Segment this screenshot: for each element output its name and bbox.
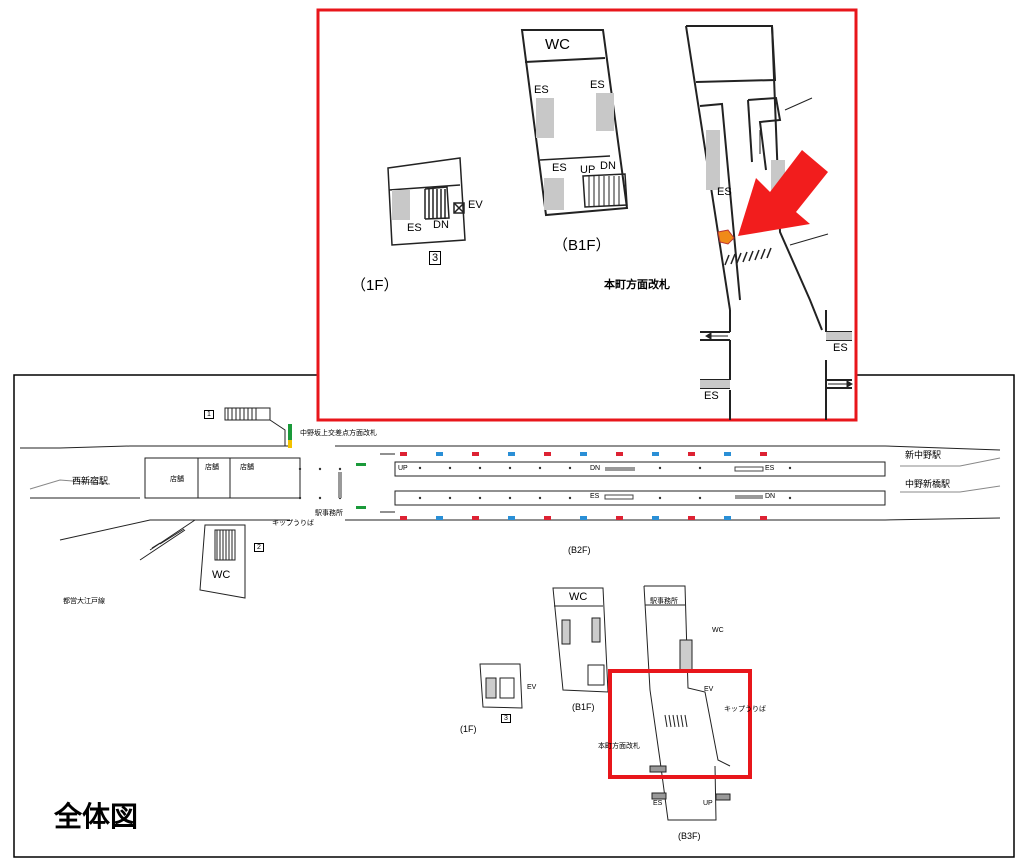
inset-ev-label: EV [468, 199, 483, 211]
station-shinnakano: 新中野駅 [905, 450, 942, 460]
b3f-overview [643, 585, 731, 821]
inset-floor-1f: （1F） [351, 277, 399, 294]
shop-label: 店舗 [170, 476, 184, 483]
overview-title: 全体図 [54, 801, 139, 832]
exit-2-label: 2 [254, 543, 264, 552]
b2f-platform [20, 445, 1001, 541]
overview-frame [13, 374, 1015, 858]
car-position-markers [288, 424, 767, 520]
dn-label: DN [765, 493, 776, 500]
station-nishishinjuku: 西新宿駅 [72, 476, 109, 486]
ticket-sales-label: キップうりば [724, 706, 766, 713]
overview-highlight-box [608, 669, 752, 779]
inset-wc-label: WC [545, 36, 570, 53]
wc-label: WC [569, 591, 588, 603]
floor-b1f-label: (B1F) [572, 702, 595, 712]
b2f-track-dots [298, 466, 792, 500]
inset-es-label: ES [590, 79, 605, 91]
oedo-line-label: 都営大江戸線 [63, 598, 105, 605]
office-label: 駅事務所 [650, 598, 678, 605]
wc-label: WC [712, 627, 724, 634]
inset-es-bar [700, 380, 730, 388]
inset-dn-label: DN [433, 219, 449, 231]
exit-1-label: 1 [204, 410, 214, 419]
ticket-sales-label: キップうりば [272, 520, 314, 527]
b2f-stairs [338, 466, 764, 500]
inset-gate-label: 本町方面改札 [604, 279, 670, 291]
inset-es-label: ES [407, 222, 422, 234]
es-label: ES [653, 800, 663, 807]
inset-up-label: UP [580, 164, 596, 176]
inset-floor-b1f: （B1F） [553, 237, 611, 254]
shop-label: 店舗 [205, 464, 219, 471]
office-label: 駅事務所 [315, 510, 343, 517]
1f-overview [479, 663, 523, 709]
floor-b2f-label: (B2F) [568, 545, 591, 555]
exit-2-structure [139, 519, 246, 599]
inset-es-bar [826, 332, 852, 340]
inset-es-label: ES [704, 390, 719, 402]
wc-label: WC [212, 569, 231, 581]
red-location-arrow [738, 150, 828, 236]
floor-1f-label: (1F) [460, 724, 477, 734]
station-nakanoshinbashi: 中野新橋駅 [905, 479, 951, 489]
inset-es-label: ES [833, 342, 848, 354]
up-label: UP [398, 465, 408, 472]
inset-b1f-structure [520, 29, 629, 217]
b1f-overview [552, 587, 609, 693]
up-label: UP [703, 800, 713, 807]
inset-exit-3: 3 [429, 251, 442, 265]
direction-lines [29, 457, 1001, 493]
es-label: ES [590, 493, 600, 500]
exit-1-stair [224, 407, 286, 446]
inset-es-label: ES [534, 84, 549, 96]
shop-label: 店舗 [240, 464, 254, 471]
exit-3-label: 3 [501, 714, 511, 723]
floor-b3f-label: (B3F) [678, 831, 701, 841]
ev-label: EV [704, 686, 714, 693]
es-label: ES [765, 465, 775, 472]
inset-dn-label: DN [600, 160, 616, 172]
location-marker-icon [717, 229, 735, 245]
gate-honcho-label: 本町方面改札 [598, 743, 640, 750]
inset-es-label: ES [552, 162, 567, 174]
dn-label: DN [590, 465, 601, 472]
inset-1f-structure [387, 157, 466, 246]
gate-nakanosakaue-label: 中野坂上交差点方面改札 [300, 430, 377, 437]
ev-label: EV [527, 684, 537, 691]
flow-arrows [705, 332, 853, 388]
inset-es-label: ES [717, 186, 732, 198]
